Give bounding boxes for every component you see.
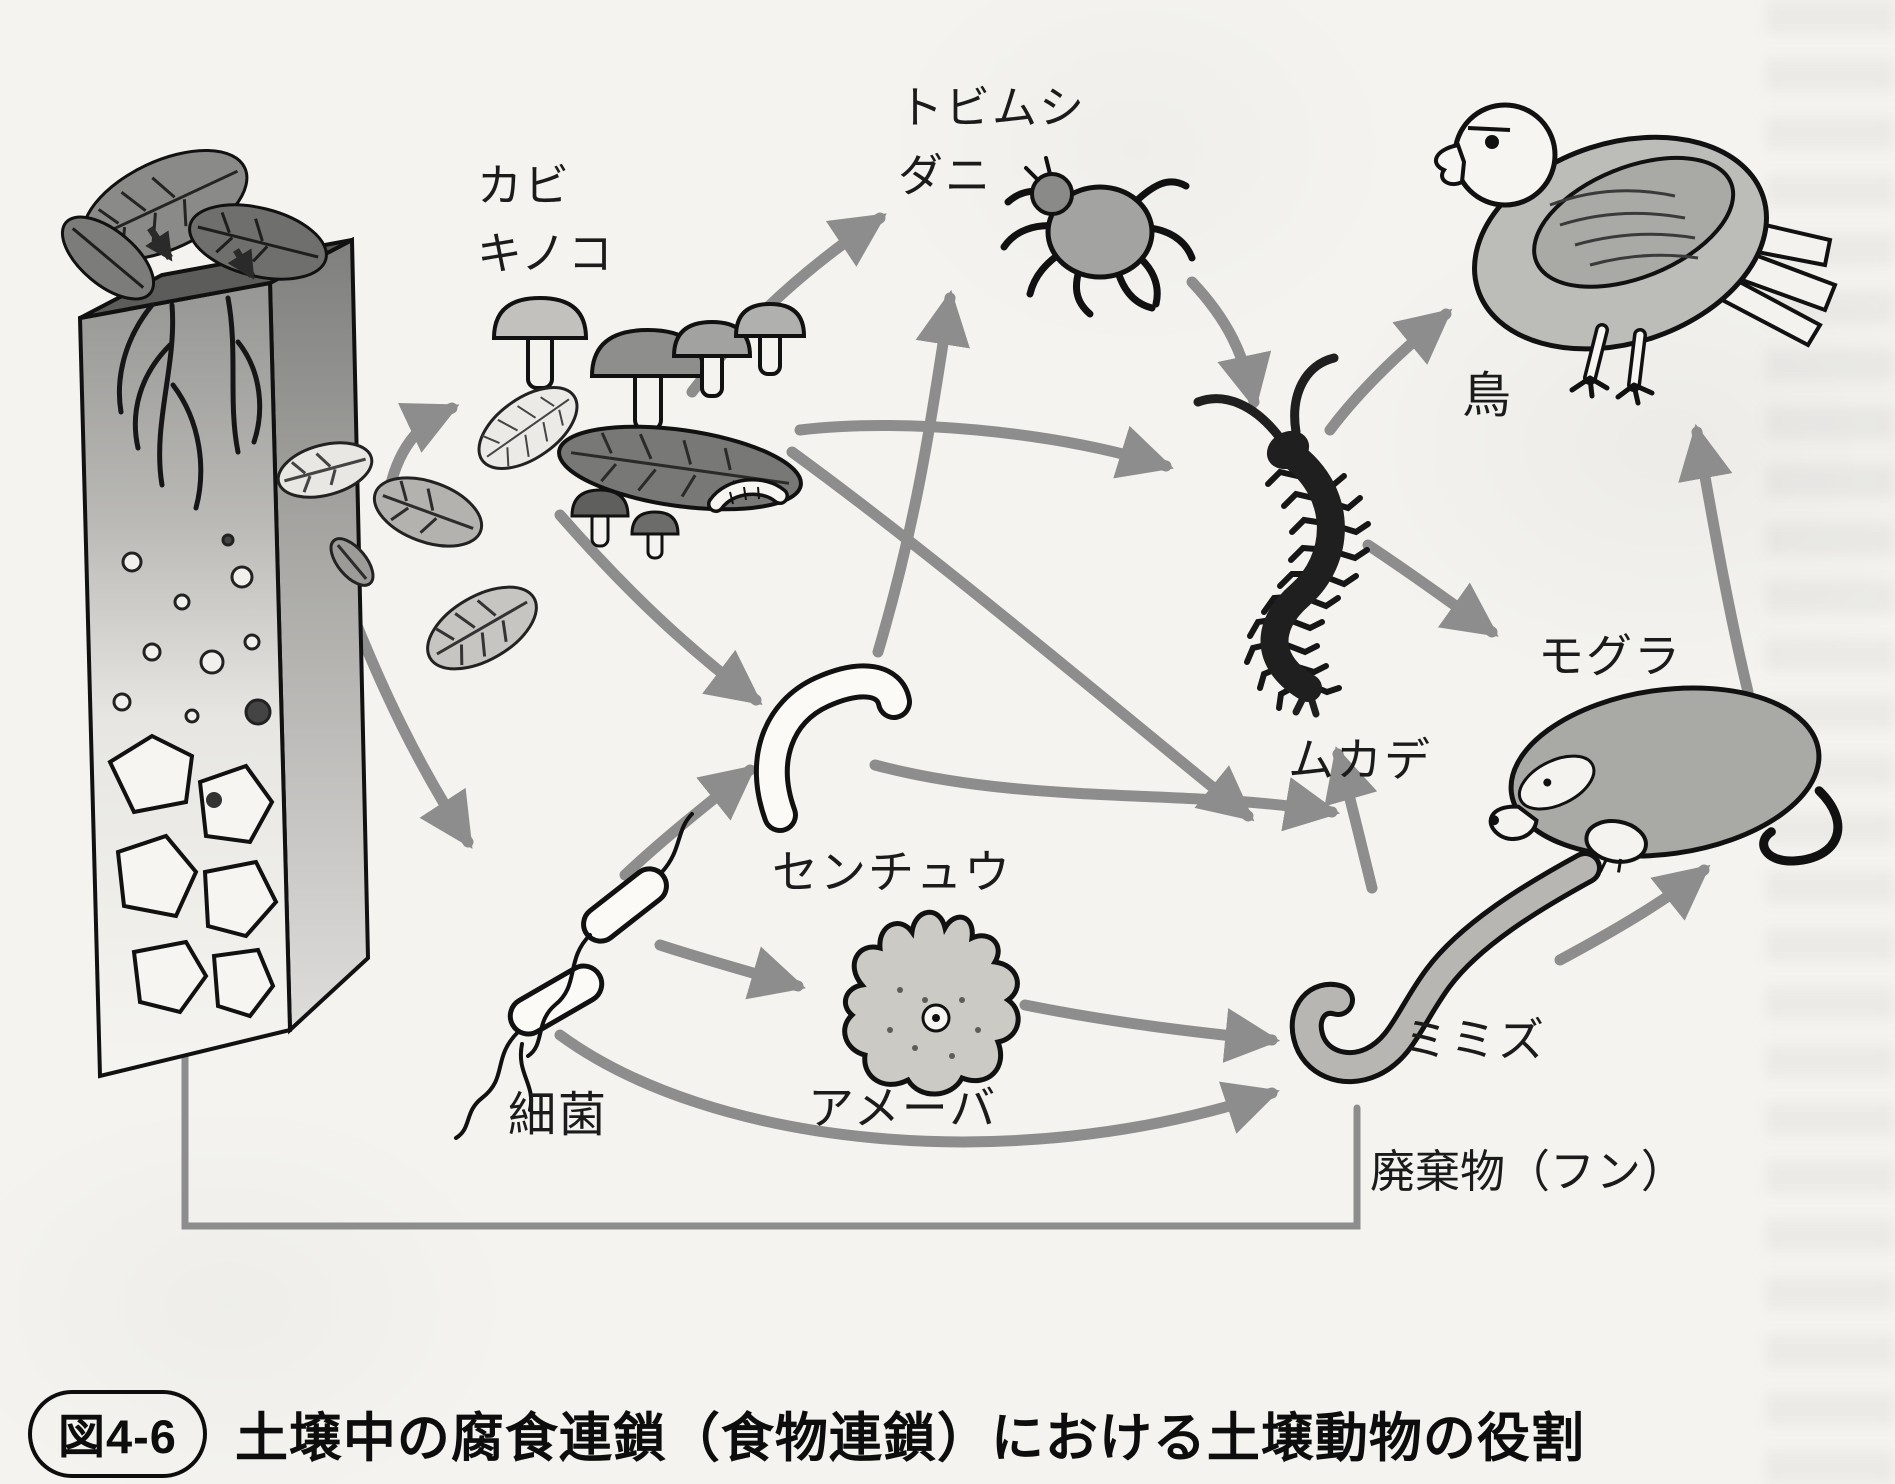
arrow-bacteria-to-amoeba [654, 939, 806, 1000]
figure-caption-text: 土壌中の腐食連鎖（食物連鎖）における土壌動物の役割 [234, 1409, 1585, 1468]
litter-arrow-right [227, 248, 255, 280]
arrow-centipede-to-bird [1324, 308, 1453, 436]
nematode-illustration [753, 663, 912, 833]
arrow-mite-to-centipede [1186, 276, 1272, 411]
arrow-nematode-to-earthworm [869, 759, 1341, 832]
label-fungi-line2: キノコ [477, 227, 615, 279]
amoeba-illustration [842, 909, 1021, 1097]
mole-illustration [1488, 685, 1843, 873]
roots [116, 295, 263, 511]
mole-eye [1543, 778, 1552, 787]
arrow-fungi-to-centipede [794, 420, 1174, 479]
soil-column-illustration [60, 148, 538, 1079]
label-centipede: ムカデ [1288, 734, 1432, 786]
litter-decay-arrows [145, 226, 255, 280]
mite-illustration [1000, 156, 1196, 318]
label-amoeba: アメーバ [808, 1082, 998, 1134]
arrow-earthworm-to-mole [1554, 864, 1711, 966]
small-stones [112, 533, 272, 726]
bacteria-flagella [454, 812, 694, 1140]
figure-caption-bar: 図4-6 土壌中の腐食連鎖（食物連鎖）における土壌動物の役割 [28, 1390, 1585, 1478]
label-nematode: センチュウ [772, 846, 1012, 898]
arrow-fungi-to-earthworm [786, 446, 1255, 822]
litter-arrow-left [145, 226, 173, 262]
mole-tail [1759, 786, 1843, 866]
label-springtail-mite: トビムシ ダニ [898, 74, 1086, 209]
mole-snout [1488, 804, 1539, 841]
arrow-mole-to-bird [1678, 423, 1754, 698]
label-mole: モグラ [1538, 630, 1682, 682]
label-mite: ダニ [898, 149, 993, 201]
leaf-litter [60, 148, 328, 301]
label-bacteria: 細菌 [508, 1089, 609, 1142]
label-springtail: トビムシ [898, 82, 1087, 133]
label-fungi-line1: カビ [477, 160, 572, 211]
fungi-mushrooms-illustration [477, 295, 807, 560]
bird-beak [1433, 142, 1467, 187]
falling-leaves [276, 441, 538, 671]
grub [707, 478, 789, 513]
label-bird: 鳥 [1462, 369, 1514, 423]
figure-number-badge: 図4-6 [28, 1390, 207, 1478]
arrow-centipede-to-mole [1362, 539, 1499, 638]
earthworm-illustration [1289, 851, 1602, 1085]
bird-illustration [1433, 102, 1838, 406]
centipede-antennae [1193, 353, 1339, 443]
arrow-nematode-to-springtail [872, 289, 970, 658]
arrow-waste-feedback-loop [167, 939, 1361, 1230]
arrow-earthworm-to-centipede [1324, 746, 1378, 894]
bacteria-illustration [454, 812, 694, 1140]
centipede-illustration [1193, 353, 1371, 718]
label-waste: 廃棄物（フン） [1370, 1146, 1686, 1197]
bird-legs [1569, 323, 1655, 406]
large-rocks [107, 733, 279, 1019]
arrow-bacteria-to-earthworm [554, 1029, 1280, 1148]
label-fungi: カビ キノコ [477, 152, 615, 287]
skeletal-leaf [477, 386, 579, 470]
bird-eye [1485, 135, 1499, 149]
label-earthworm: ミミズ [1402, 1014, 1546, 1066]
arrow-amoeba-to-earthworm [1019, 999, 1281, 1063]
arrow-fungi-to-nematode [554, 509, 763, 706]
